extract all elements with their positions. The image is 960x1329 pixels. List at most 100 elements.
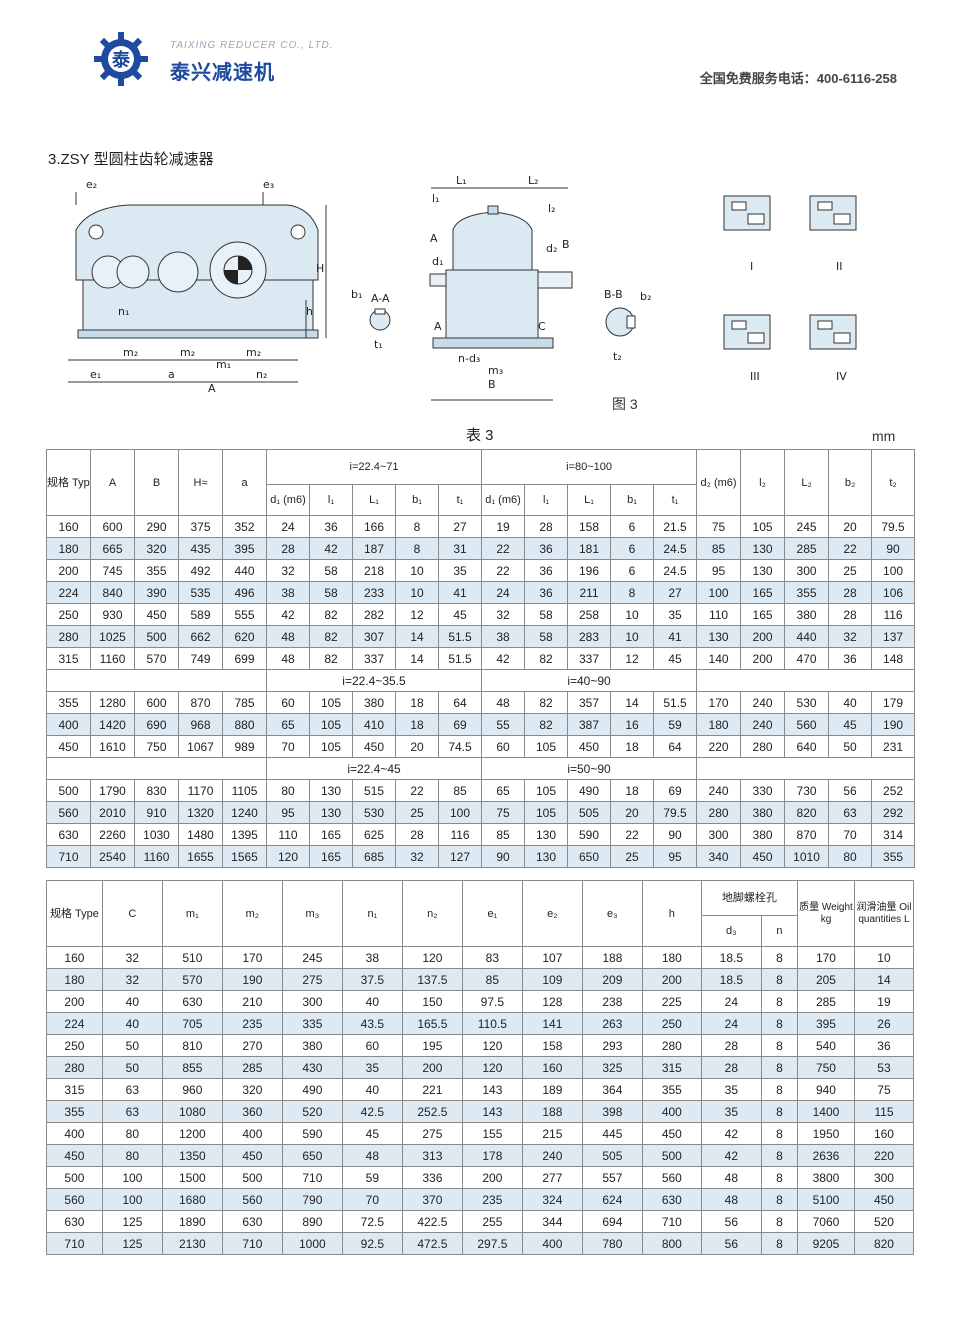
table-cell: 1010 bbox=[784, 845, 830, 868]
table-cell: 165 bbox=[740, 581, 786, 604]
table-cell: 520 bbox=[853, 1210, 915, 1233]
table-cell: 130 bbox=[309, 779, 353, 802]
table-cell: 160 bbox=[521, 1056, 583, 1079]
table-cell: 72.5 bbox=[341, 1210, 403, 1233]
table-cell: 130 bbox=[524, 845, 569, 868]
table-cell: 960 bbox=[161, 1078, 223, 1101]
dim-t1-label: t₁ bbox=[374, 338, 383, 351]
table-cell: 22 bbox=[481, 537, 526, 560]
table-cell: 38 bbox=[266, 581, 310, 604]
table-cell: 100 bbox=[101, 1166, 163, 1189]
arrangement-II: II bbox=[836, 260, 843, 273]
table-cell: 344 bbox=[521, 1210, 583, 1233]
table-cell: 224 bbox=[46, 581, 91, 604]
table-cell: 470 bbox=[784, 647, 830, 670]
table-cell: 18 bbox=[610, 779, 655, 802]
table-cell: 1080 bbox=[161, 1100, 223, 1123]
table-cell: 90 bbox=[871, 537, 916, 560]
table-cell: 450 bbox=[134, 603, 179, 626]
table-cell: 25 bbox=[828, 559, 873, 582]
col-e1-header: e₁ bbox=[461, 880, 523, 947]
table-cell: 53 bbox=[853, 1056, 915, 1079]
table-cell: 280 bbox=[46, 1056, 103, 1079]
table-cell: 8 bbox=[760, 1166, 799, 1189]
table-cell: 80 bbox=[101, 1122, 163, 1145]
table-cell: 730 bbox=[784, 779, 830, 802]
table-cell: 95 bbox=[266, 801, 310, 824]
table-cell: 32 bbox=[395, 845, 439, 868]
table-cell: 940 bbox=[797, 1078, 855, 1101]
arrangement-IV: IV bbox=[836, 370, 847, 383]
table-cell: 989 bbox=[222, 735, 267, 758]
table-cell: 220 bbox=[853, 1144, 915, 1167]
dim-n2-label: n₂ bbox=[256, 368, 267, 381]
table-cell: 560 bbox=[641, 1166, 702, 1189]
table-cell: 710 bbox=[46, 845, 91, 868]
table-cell: 48 bbox=[481, 691, 526, 714]
table-cell: 210 bbox=[221, 990, 283, 1013]
table-cell: 32 bbox=[828, 625, 873, 648]
company-name-cn: 泰兴减速机 bbox=[170, 62, 275, 84]
col-m1-header: m₁ bbox=[161, 880, 223, 947]
table-cell: 35 bbox=[341, 1056, 403, 1079]
table-cell: 92.5 bbox=[341, 1232, 403, 1255]
table-cell: 335 bbox=[281, 1012, 343, 1035]
table-cell: 82 bbox=[309, 647, 353, 670]
table-cell: 285 bbox=[784, 537, 830, 560]
table-cell: 263 bbox=[581, 1012, 643, 1035]
table-cell: 28 bbox=[828, 603, 873, 626]
table-cell: 300 bbox=[696, 823, 742, 846]
table-cell: 116 bbox=[871, 603, 916, 626]
table-cell: 8 bbox=[760, 1078, 799, 1101]
table-cell: 880 bbox=[222, 713, 267, 736]
section-bb-label: B-B bbox=[604, 288, 623, 301]
table-cell: 630 bbox=[641, 1188, 702, 1211]
table-cell: 100 bbox=[696, 581, 742, 604]
col-b2-header: b₂ bbox=[828, 449, 873, 516]
table-cell: 70 bbox=[341, 1188, 403, 1211]
table-cell: 220 bbox=[696, 735, 742, 758]
table-cell: 275 bbox=[401, 1122, 463, 1145]
table-cell: 69 bbox=[653, 779, 698, 802]
table-cell: 74.5 bbox=[437, 735, 483, 758]
table-cell: 14 bbox=[853, 968, 915, 991]
table-cell: 1420 bbox=[90, 713, 135, 736]
section-a-marker-top: A bbox=[430, 232, 438, 245]
table-cell: 63 bbox=[828, 801, 873, 824]
table-cell: 1500 bbox=[161, 1166, 223, 1189]
table-cell: 624 bbox=[581, 1188, 643, 1211]
table-cell: 80 bbox=[266, 779, 310, 802]
table-cell: 105 bbox=[309, 691, 353, 714]
table-cell: 105 bbox=[524, 779, 569, 802]
table-cell: 160 bbox=[853, 1122, 915, 1145]
col-A-header: A bbox=[90, 449, 135, 516]
table-cell: 48 bbox=[266, 625, 310, 648]
table-cell: 400 bbox=[46, 713, 91, 736]
table-cell: 292 bbox=[871, 801, 916, 824]
table-cell: 48 bbox=[700, 1166, 762, 1189]
table-cell: 50 bbox=[828, 735, 873, 758]
table-cell: 82 bbox=[309, 625, 353, 648]
table-cell: 79.5 bbox=[653, 801, 698, 824]
table-cell: 158 bbox=[521, 1034, 583, 1057]
table-cell: 79.5 bbox=[871, 515, 916, 538]
table-cell: 45 bbox=[437, 603, 483, 626]
table-cell: 630 bbox=[46, 1210, 103, 1233]
col-L1-header: L₁ bbox=[352, 484, 396, 516]
table-cell: 830 bbox=[134, 779, 179, 802]
table-cell: 51.5 bbox=[437, 625, 483, 648]
table-cell: 307 bbox=[352, 625, 396, 648]
table-cell: 500 bbox=[46, 1166, 103, 1189]
table-cell: 355 bbox=[46, 691, 91, 714]
table-cell: 282 bbox=[352, 603, 396, 626]
table-cell: 19 bbox=[481, 515, 526, 538]
table-cell: 18 bbox=[610, 735, 655, 758]
